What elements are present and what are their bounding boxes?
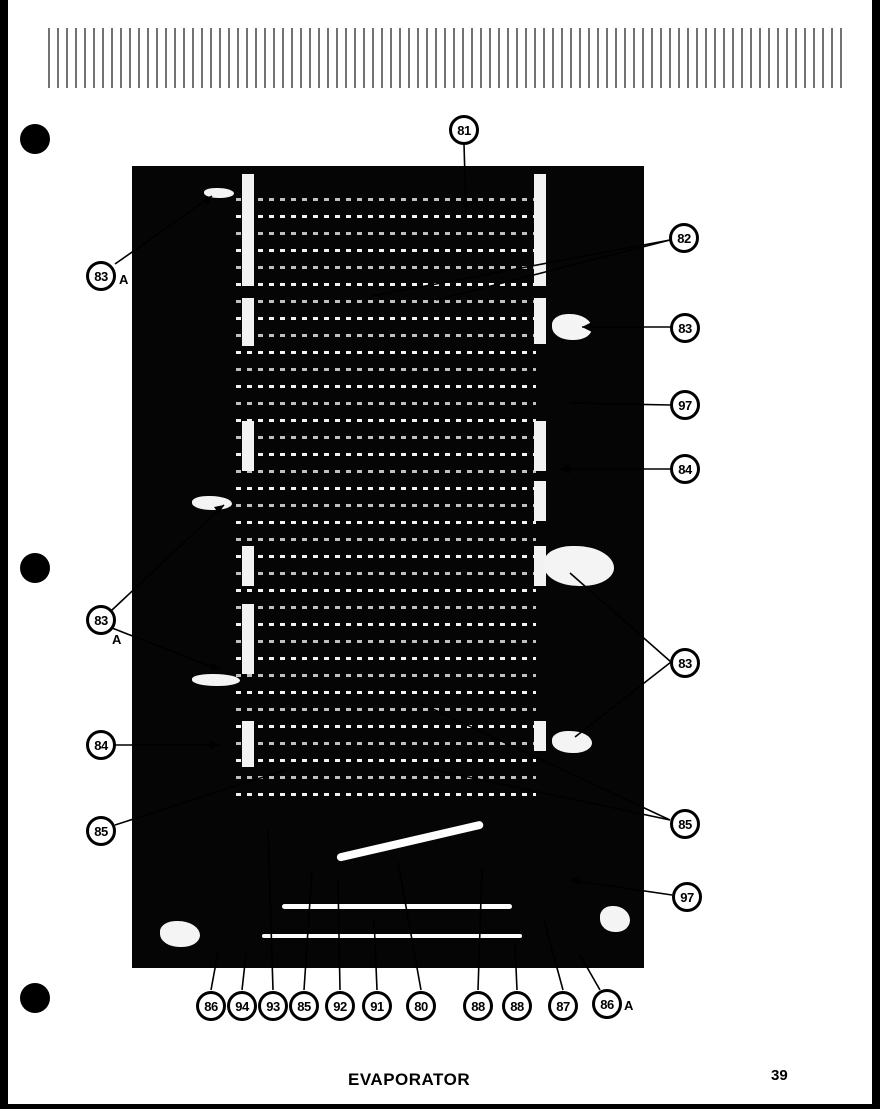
coil-fin-row	[236, 538, 536, 541]
right-end-plate	[534, 721, 546, 751]
left-end-plate	[242, 604, 254, 674]
binder-hole-top	[20, 124, 50, 154]
coil-fin-row	[236, 521, 536, 524]
coil-fin-row	[236, 266, 536, 269]
left-end-plate	[242, 546, 254, 586]
coil-fin-row	[236, 215, 536, 218]
coil-fin-row	[236, 385, 536, 388]
callout-83-right: 83	[670, 648, 700, 678]
left-end-plate	[242, 298, 254, 346]
callout-84-left: 84	[86, 730, 116, 760]
coil-fin-row	[236, 589, 536, 592]
coil-fin-row	[236, 504, 536, 507]
coil-fin-row	[236, 640, 536, 643]
coil-fin-row	[236, 198, 536, 201]
coil-fin-row	[236, 470, 536, 473]
evaporator-coil	[236, 178, 536, 968]
callout-82: 82	[669, 223, 699, 253]
coil-fin-row	[236, 453, 536, 456]
callout-80: 80	[406, 991, 436, 1021]
coil-fin-row	[236, 742, 536, 745]
left-end-plate	[242, 421, 254, 471]
callout-94: 94	[227, 991, 257, 1021]
coil-fin-row	[236, 351, 536, 354]
coil-fin-row	[236, 283, 536, 286]
callout-91: 91	[362, 991, 392, 1021]
coil-fin-row	[236, 300, 536, 303]
coil-fin-row	[236, 691, 536, 694]
drain-trough	[282, 904, 512, 909]
coil-fin-row	[236, 555, 536, 558]
coil-fin-row	[236, 487, 536, 490]
page-number: 39	[771, 1067, 788, 1084]
callout-85-bottom: 85	[289, 991, 319, 1021]
bracket-highlight	[192, 674, 240, 686]
callout-87: 87	[548, 991, 578, 1021]
evaporator-photo	[132, 166, 644, 968]
coil-fin-row	[236, 708, 536, 711]
coil-fin-row	[236, 419, 536, 422]
coil-fin-row	[236, 606, 536, 609]
right-end-plate	[534, 174, 546, 286]
coil-fin-row	[236, 317, 536, 320]
left-end-plate	[242, 174, 254, 286]
callout-85-right: 85	[670, 809, 700, 839]
callout-88-b: 88	[502, 991, 532, 1021]
callout-suffix: A	[112, 632, 122, 647]
callout-97-lower: 97	[672, 882, 702, 912]
callout-86a: 86	[592, 989, 622, 1019]
right-end-plate	[534, 481, 546, 521]
coil-fin-row	[236, 674, 536, 677]
right-end-plate	[534, 421, 546, 471]
coil-fin-row	[236, 725, 536, 728]
callout-suffix: A	[624, 998, 634, 1013]
callout-83a-middle: 83	[86, 605, 116, 635]
callout-86: 86	[196, 991, 226, 1021]
coil-fin-row	[236, 334, 536, 337]
left-end-plate	[242, 721, 254, 767]
bracket-highlight	[552, 731, 592, 753]
page-title: EVAPORATOR	[348, 1070, 471, 1089]
drain-trough	[262, 934, 522, 938]
callout-suffix: A	[119, 272, 129, 287]
binder-hole-middle	[20, 553, 50, 583]
binder-hole-bottom	[20, 983, 50, 1013]
coil-fin-row	[236, 776, 536, 779]
coil-fin-row	[236, 623, 536, 626]
callout-85-left: 85	[86, 816, 116, 846]
callout-84-right: 84	[670, 454, 700, 484]
coil-fin-row	[236, 249, 536, 252]
scan-noise	[48, 28, 848, 88]
callout-88-a: 88	[463, 991, 493, 1021]
callout-83-upper: 83	[670, 313, 700, 343]
callout-81: 81	[449, 115, 479, 145]
coil-fin-row	[236, 572, 536, 575]
coil-fin-row	[236, 759, 536, 762]
bracket-highlight	[160, 921, 200, 947]
bracket-highlight	[544, 546, 614, 586]
callout-97-upper: 97	[670, 390, 700, 420]
bracket-highlight	[600, 906, 630, 932]
right-end-plate	[534, 546, 546, 586]
bracket-highlight	[204, 188, 234, 198]
right-end-plate	[534, 298, 546, 344]
coil-fin-row	[236, 436, 536, 439]
callout-92: 92	[325, 991, 355, 1021]
callout-93: 93	[258, 991, 288, 1021]
callout-83a-upper: 83	[86, 261, 116, 291]
coil-fin-row	[236, 402, 536, 405]
coil-fin-row	[236, 368, 536, 371]
coil-fin-row	[236, 232, 536, 235]
coil-fin-row	[236, 793, 536, 796]
coil-fin-row	[236, 657, 536, 660]
